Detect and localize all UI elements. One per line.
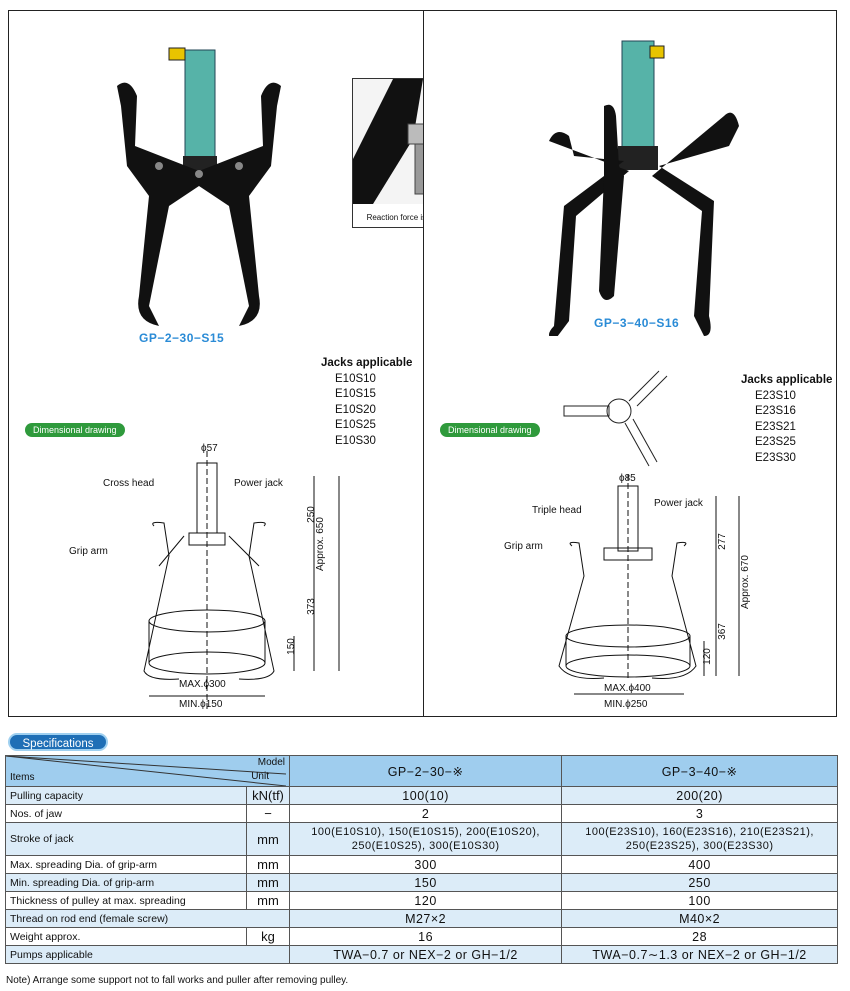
row-item: Thickness of pulley at max. spreading	[5, 891, 247, 910]
row-value-gp2: M27×2	[288, 909, 563, 928]
jack-item: E23S21	[755, 420, 796, 433]
triple-head-label: Triple head	[532, 505, 582, 516]
row-value-gp3: 100	[561, 891, 838, 910]
row-value-gp3: 28	[561, 927, 838, 946]
table-row: Weight approx. kg 16 28	[5, 927, 838, 946]
table-row: Stroke of jack mm 100(E10S10), 150(E10S1…	[5, 822, 838, 856]
row-value-gp2: TWA−0.7 or NEX−2 or GH−1/2	[288, 945, 563, 964]
specifications-title: Specifications	[8, 733, 108, 751]
table-row: Nos. of jaw − 2 3	[5, 804, 838, 823]
max-diameter-label: MAX.ϕ300	[179, 679, 226, 690]
jack-item: E23S30	[755, 451, 796, 464]
right-dimensional-drawing	[558, 474, 740, 695]
row-unit: mm	[246, 891, 290, 910]
row-unit: mm	[246, 873, 290, 892]
jack-item: E23S16	[755, 405, 796, 417]
row-item: Thread on rod end (female screw)	[5, 909, 290, 928]
row-value-gp2: 300	[288, 855, 563, 874]
row-item: Min. spreading Dia. of grip-arm	[5, 873, 247, 892]
header-items-label: Items	[10, 772, 35, 783]
row-value-gp3: 200(20)	[561, 786, 838, 805]
row-value-gp2: 150	[288, 873, 563, 892]
column-header-gp3: GP−3−40−※	[561, 755, 838, 787]
dim-150-label: 150	[285, 638, 297, 655]
row-value-gp3: 100(E23S10), 160(E23S16), 210(E23S21), 2…	[561, 822, 838, 856]
jacks-header: Jacks applicable	[321, 357, 413, 369]
table-row: Pulling capacity kN(tf) 100(10) 200(20)	[5, 786, 838, 805]
footnote: Note) Arrange some support not to fall w…	[6, 975, 349, 986]
approx-height-label: Approx. 650	[315, 517, 326, 571]
dim-phi-label: ϕ57	[201, 443, 218, 454]
row-value-gp2: 120	[288, 891, 563, 910]
power-jack-label: Power jack	[654, 498, 703, 509]
jack-item: E10S10	[335, 372, 376, 385]
jacks-header: Jacks applicable	[741, 374, 833, 386]
cross-head-label: Cross head	[103, 478, 155, 489]
table-header-row: Model Unit Items GP−2−30−※ GP−3−40−※	[5, 755, 838, 787]
max-diameter-label: MAX.ϕ400	[604, 683, 651, 694]
grip-arm-label: Grip arm	[69, 546, 108, 557]
min-diameter-label: MIN.ϕ250	[604, 699, 648, 710]
dim-120-label: 120	[701, 648, 713, 665]
row-unit: −	[246, 804, 290, 823]
row-value-gp3: 3	[561, 804, 838, 823]
row-value-gp2: 100(E10S10), 150(E10S15), 200(E10S20), 2…	[288, 822, 563, 856]
three-jaw-puller-photo	[549, 40, 739, 336]
dimensional-drawing-badge: Dimensional drawing	[440, 423, 540, 437]
jack-item: E23S25	[755, 436, 796, 448]
dim-277-label: 277	[716, 533, 728, 550]
approx-height-label: Approx. 670	[740, 555, 751, 609]
row-item: Pulling capacity	[5, 786, 247, 805]
row-value-gp3: TWA−0.7∼1.3 or NEX−2 or GH−1/2	[561, 945, 838, 964]
header-diagonal-lines	[6, 756, 286, 786]
dim-367-label: 367	[716, 623, 728, 640]
row-value-gp2: 100(10)	[288, 786, 563, 805]
jack-item: E10S30	[335, 434, 376, 447]
jack-item: E10S20	[335, 403, 376, 416]
table-row: Max. spreading Dia. of grip-arm mm 300 4…	[5, 855, 838, 874]
header-unit-label: Unit	[251, 771, 269, 782]
row-unit: mm	[246, 822, 290, 856]
row-item: Stroke of jack	[5, 822, 247, 856]
row-value-gp2: 2	[288, 804, 563, 823]
row-item: Max. spreading Dia. of grip-arm	[5, 855, 247, 874]
row-item: Pumps applicable	[5, 945, 290, 964]
row-value-gp3: M40×2	[561, 909, 838, 928]
table-row: Min. spreading Dia. of grip-arm mm 150 2…	[5, 873, 838, 892]
left-jacks-list: Jacks applicable E10S10 E10S15 E10S20 E1…	[321, 356, 412, 449]
right-model-title: GP−3−40−S16	[594, 316, 680, 330]
right-product-panel: GP−3−40−S16 Jacks applicable E23S10 E23S…	[423, 10, 837, 717]
min-diameter-label: MIN.ϕ150	[179, 699, 223, 710]
column-header-gp2: GP−2−30−※	[288, 755, 563, 787]
header-corner-cell: Model Unit Items	[5, 755, 290, 787]
row-item: Nos. of jaw	[5, 804, 247, 823]
row-value-gp3: 400	[561, 855, 838, 874]
table-row: Pumps applicable TWA−0.7 or NEX−2 or GH−…	[5, 945, 838, 964]
left-model-title: GP−2−30−S15	[139, 331, 225, 345]
two-jaw-puller-photo	[117, 47, 281, 327]
row-value-gp3: 250	[561, 873, 838, 892]
grip-arm-label: Grip arm	[504, 541, 543, 552]
dim-phi-label: ϕ85	[619, 473, 636, 484]
dim-373-label: 373	[305, 598, 317, 615]
row-unit: kg	[246, 927, 290, 946]
header-model-label: Model	[257, 757, 285, 768]
specifications-table: Model Unit Items GP−2−30−※ GP−3−40−※ Pul…	[5, 755, 838, 964]
table-row: Thread on rod end (female screw) M27×2 M…	[5, 909, 838, 928]
jack-item: E23S10	[755, 389, 796, 402]
left-dimensional-drawing	[143, 451, 340, 711]
row-unit: mm	[246, 855, 290, 874]
power-jack-label: Power jack	[234, 478, 283, 489]
row-value-gp2: 16	[288, 927, 563, 946]
table-row: Thickness of pulley at max. spreading mm…	[5, 891, 838, 910]
right-jacks-list: Jacks applicable E23S10 E23S16 E23S21 E2…	[741, 373, 832, 466]
triple-head-top-view	[563, 370, 668, 467]
jack-item: E10S25	[335, 419, 376, 431]
dimensional-drawing-badge: Dimensional drawing	[25, 423, 125, 437]
row-unit: kN(tf)	[246, 786, 290, 805]
row-item: Weight approx.	[5, 927, 247, 946]
jack-item: E10S15	[335, 388, 376, 400]
